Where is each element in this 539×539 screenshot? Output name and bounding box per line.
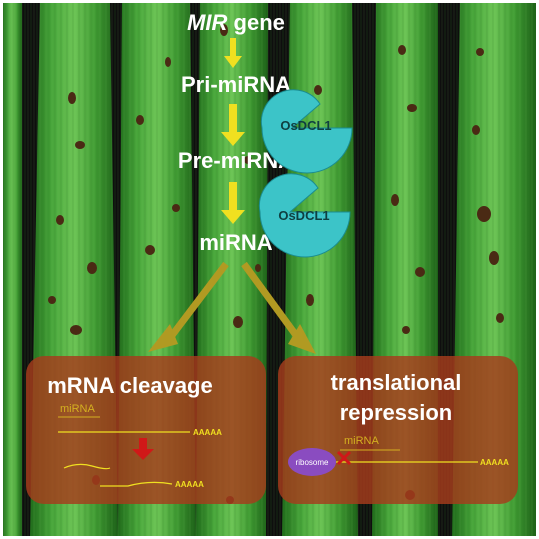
translational-title-line1: translational [331,370,462,395]
arrow-down-left-icon [148,324,178,352]
arrow-down-icon [224,38,242,68]
translational-title-line2: repression [340,400,453,425]
pri-mirna-label: Pri-miRNA [181,72,291,97]
mir-gene-label: MIR gene [187,10,285,35]
polya-tail-right: AAAAA [480,458,509,467]
branch-arrowheads [148,324,316,354]
branch-left-shaft [167,261,229,341]
arrow-down-right-icon [288,324,316,354]
branch-right-shaft [241,261,301,341]
ribosome-icon [288,448,336,476]
osdcl1-enzyme-2: OsDCL1 [258,173,351,258]
mirna-small-label-right: miRNA [344,435,379,447]
osdcl1-enzyme-1: OsDCL1 [260,89,353,174]
polya-tail-left: AAAAA [193,428,222,437]
mirna-label: miRNA [199,230,272,255]
ribosome-label: ribosome [296,458,329,467]
mirna-small-label-left: miRNA [60,403,95,415]
cleaved-fragment-1 [63,463,111,470]
arrow-down-icon [221,104,245,146]
osdcl1-label-2: OsDCL1 [278,208,329,223]
mrna-cleavage-box: mRNA cleavage miRNA AAAAA AAAAA [26,356,266,504]
translational-repression-box: translational repression miRNA AAAAA rib… [278,356,518,504]
cleaved-fragment-2 [100,481,173,487]
pathway-arrows [221,38,245,224]
block-x-icon [336,450,352,466]
mrna-cleavage-title: mRNA cleavage [47,373,212,398]
polya-tail-fragment: AAAAA [175,480,204,489]
cleavage-arrow-icon [132,438,154,460]
osdcl1-label-1: OsDCL1 [280,118,331,133]
arrow-down-icon [221,182,245,224]
branch-arrows [167,261,301,341]
